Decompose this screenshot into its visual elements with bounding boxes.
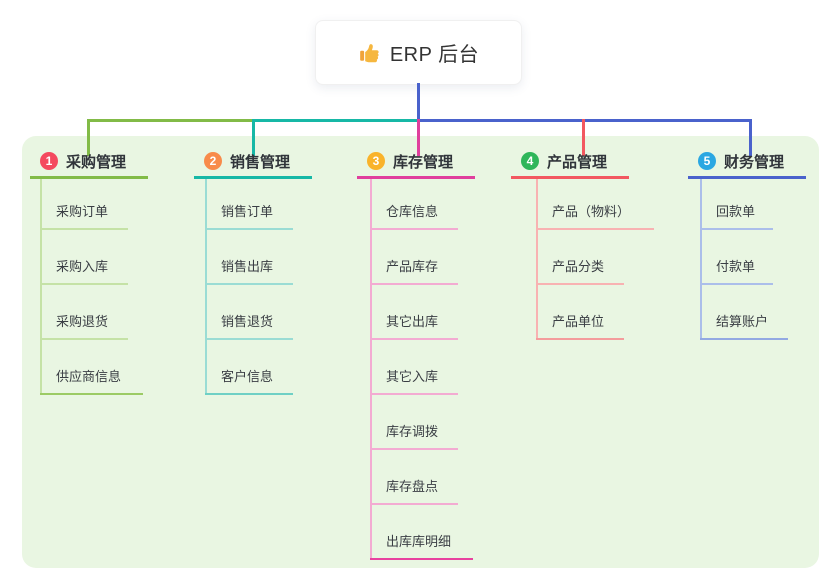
child-node[interactable]: 出库库明细 xyxy=(386,534,452,549)
branch-number-badge: 4 xyxy=(521,152,539,170)
root-connector-line xyxy=(417,83,420,122)
branch-drop-line xyxy=(252,119,255,156)
branch-drop-line xyxy=(749,119,752,156)
branch-drop-line xyxy=(582,119,585,156)
child-underline xyxy=(700,283,773,285)
branch-number-badge: 3 xyxy=(367,152,385,170)
child-underline xyxy=(700,228,773,230)
branches-panel xyxy=(22,136,819,568)
child-node[interactable]: 采购退货 xyxy=(56,314,109,329)
spine-segment-1 xyxy=(87,119,253,122)
child-underline xyxy=(536,283,624,285)
branch-node[interactable]: 3 库存管理 xyxy=(357,148,453,174)
child-node[interactable]: 销售出库 xyxy=(221,259,274,274)
branch-underline xyxy=(511,176,629,179)
child-node[interactable]: 付款单 xyxy=(716,259,756,274)
child-node[interactable]: 库存调拨 xyxy=(386,424,439,439)
branch-node[interactable]: 5 财务管理 xyxy=(688,148,784,174)
child-underline xyxy=(536,228,654,230)
child-node[interactable]: 采购入库 xyxy=(56,259,109,274)
branch-underline xyxy=(30,176,148,179)
root-node[interactable]: ERP 后台 xyxy=(315,20,522,85)
child-node[interactable]: 销售退货 xyxy=(221,314,274,329)
child-underline xyxy=(536,338,624,340)
branch-number-badge: 1 xyxy=(40,152,58,170)
child-node[interactable]: 仓库信息 xyxy=(386,204,439,219)
branch-number-badge: 2 xyxy=(204,152,222,170)
child-underline xyxy=(40,338,128,340)
branch-node[interactable]: 2 销售管理 xyxy=(194,148,290,174)
child-underline xyxy=(370,338,458,340)
branch-trunk-line xyxy=(536,179,538,340)
child-node[interactable]: 产品库存 xyxy=(386,259,439,274)
branch-title: 产品管理 xyxy=(547,153,608,171)
branch-title: 销售管理 xyxy=(230,153,291,171)
branch-trunk-line xyxy=(205,179,207,395)
branch-title: 库存管理 xyxy=(393,153,454,171)
child-underline xyxy=(370,228,458,230)
child-underline xyxy=(370,503,458,505)
child-underline xyxy=(40,228,128,230)
child-underline xyxy=(40,283,128,285)
branch-trunk-line xyxy=(700,179,702,340)
branch-underline xyxy=(194,176,312,179)
branch-number-badge: 5 xyxy=(698,152,716,170)
branch-node[interactable]: 4 产品管理 xyxy=(511,148,607,174)
child-underline xyxy=(205,338,293,340)
branch-underline xyxy=(357,176,475,179)
child-node[interactable]: 其它入库 xyxy=(386,369,439,384)
child-underline xyxy=(40,393,143,395)
child-node[interactable]: 其它出库 xyxy=(386,314,439,329)
branch-title: 财务管理 xyxy=(724,153,785,171)
child-underline xyxy=(700,338,788,340)
branch-underline xyxy=(688,176,806,179)
child-underline xyxy=(370,448,458,450)
spine-segment-2 xyxy=(252,119,418,122)
child-underline xyxy=(370,283,458,285)
child-node[interactable]: 产品分类 xyxy=(552,259,605,274)
child-node[interactable]: 销售订单 xyxy=(221,204,274,219)
branch-drop-line xyxy=(87,119,90,156)
root-title: ERP 后台 xyxy=(389,44,480,66)
child-node[interactable]: 客户信息 xyxy=(221,369,274,384)
child-underline xyxy=(205,228,293,230)
branch-node[interactable]: 1 采购管理 xyxy=(30,148,126,174)
child-underline xyxy=(370,393,458,395)
thumbs-up-icon xyxy=(358,41,381,64)
child-underline xyxy=(205,393,293,395)
child-underline xyxy=(205,283,293,285)
branch-trunk-line xyxy=(40,179,42,395)
child-node[interactable]: 库存盘点 xyxy=(386,479,439,494)
child-node[interactable]: 产品单位 xyxy=(552,314,605,329)
child-node[interactable]: 结算账户 xyxy=(716,314,769,329)
branch-drop-line xyxy=(417,119,420,156)
child-node[interactable]: 采购订单 xyxy=(56,204,109,219)
branch-trunk-line xyxy=(370,179,372,560)
child-node[interactable]: 产品（物料） xyxy=(552,204,631,219)
child-node[interactable]: 供应商信息 xyxy=(56,369,122,384)
child-node[interactable]: 回款单 xyxy=(716,204,756,219)
branch-title: 采购管理 xyxy=(66,153,127,171)
child-underline xyxy=(370,558,473,560)
